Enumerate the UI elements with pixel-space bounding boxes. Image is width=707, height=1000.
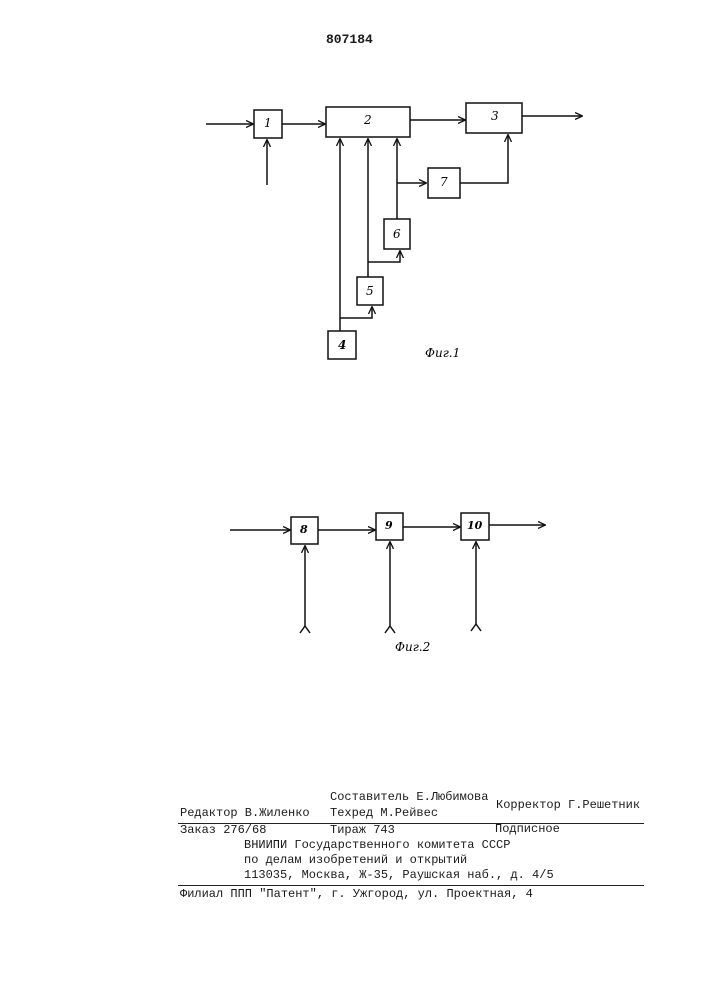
fig2-block10-fork [471,624,481,631]
fig2-block-10-label: 10 [467,519,482,532]
fig2-block9-fork [385,626,395,633]
fig2-caption: Фиг.2 [395,640,430,654]
editor-line: Редактор В.Жиленко [180,806,310,820]
fig1-block-6-label: 6 [393,227,401,241]
address-line: 113035, Москва, Ж-35, Раушская наб., д. … [244,868,554,882]
techred-line: Техред М.Рейвес [330,806,438,820]
fig1-link-5-6 [368,251,400,262]
branch-line: Филиал ППП "Патент", г. Ужгород, ул. Про… [180,887,533,901]
fig1-block-7-label: 7 [440,175,448,189]
fig1-block-1-label: 1 [264,116,272,130]
fig2-block8-fork [300,626,310,633]
fig1-block-4-label: 4 [338,338,346,352]
fig1-link-7-3 [460,135,508,183]
circulation-line: Тираж 743 [330,823,395,837]
footer-rule-2 [178,885,644,886]
order-line: Заказ 276/68 [180,823,266,837]
org-line-1: ВНИИПИ Государственного комитета СССР [244,838,510,852]
fig1-block-2-label: 2 [364,113,372,127]
fig1-caption: Фиг.1 [425,346,460,360]
fig1-block-5-label: 5 [366,284,374,298]
compiler-line: Составитель Е.Любимова [330,790,488,804]
corrector-line: Корректор Г.Решетник [496,798,640,812]
fig2-block-9-label: 9 [385,519,393,532]
subscription-line: Подписное [495,822,560,836]
fig1-link-4-5 [340,307,372,318]
fig2-block-8-label: 8 [300,523,308,536]
org-line-2: по делам изобретений и открытий [244,853,467,867]
fig1-block-3-label: 3 [491,109,499,123]
